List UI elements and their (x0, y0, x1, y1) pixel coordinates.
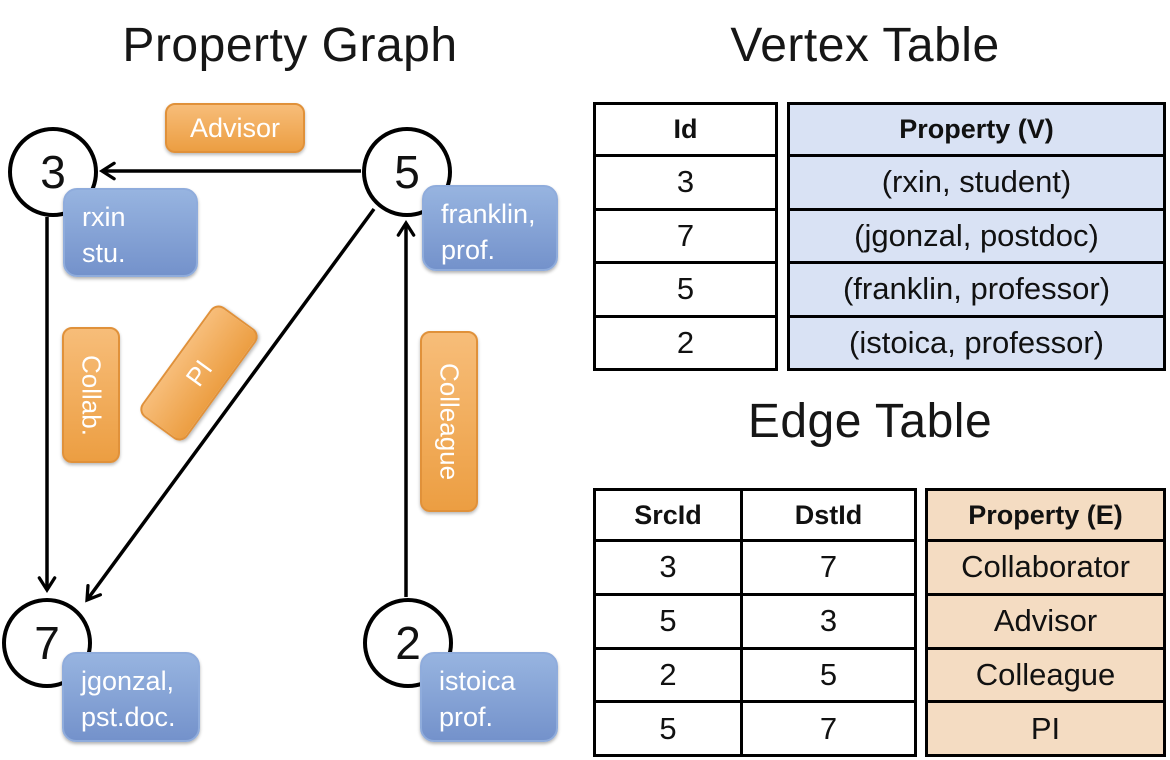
vertex-table-id-column: Id 3 7 5 2 (593, 102, 778, 371)
vertex-table-property-cell: (jgonzal, postdoc) (790, 211, 1163, 264)
edge-table-dstid-cell: 7 (819, 710, 838, 746)
vertex-table-property-cell: (franklin, professor) (790, 264, 1163, 318)
vertex-prop-line: pst.doc. (81, 702, 176, 733)
vertex-prop-line: istoica (439, 666, 516, 696)
vertex-table-property-cell: (rxin, student) (790, 157, 1163, 211)
edge-table-property-cell: Advisor (928, 596, 1163, 650)
node-id-label: 2 (395, 617, 421, 669)
edge-table-header-srcid: SrcId (596, 491, 740, 542)
edge-label-colleague: Colleague (420, 331, 478, 512)
vertex-table-title: Vertex Table (730, 19, 1000, 72)
edge-table-property-column: Property (E) Collaborator Advisor Collea… (925, 488, 1166, 757)
node-id-label: 3 (40, 146, 66, 198)
vertex-table-property-column: Property (V) (rxin, student) (jgonzal, p… (787, 102, 1166, 371)
edge-table-property-cell: Collaborator (928, 542, 1163, 596)
vertex-table-id-cell: 5 (596, 264, 775, 318)
edge-label-collab: Collab. (62, 327, 120, 463)
edge-table-src-dst-columns: SrcId 3 5 2 5 DstId 7 3 5 7 (593, 488, 917, 757)
edge-table-srcid-cell: 5 (596, 596, 740, 650)
edge-table-property-cell: PI (1030, 710, 1061, 746)
edge-table-srcid-cell: 3 (596, 542, 740, 596)
vertex-prop-line: prof. (441, 235, 496, 266)
edge-table-srcid-cell: 5 (659, 710, 677, 746)
vertex-table-id-cell: 2 (676, 324, 695, 360)
node-id-label: 5 (394, 146, 420, 198)
edge-table-header-property: Property (E) (928, 491, 1163, 542)
edge-table-title: Edge Table (747, 395, 993, 448)
edge-table-dstid-cell: 5 (743, 650, 914, 704)
vertex-table-header-property: Property (V) (790, 105, 1163, 157)
vertex-property-box-5: franklin, prof. (422, 185, 558, 271)
edge-label-advisor: Advisor (165, 103, 305, 153)
edge-line-pi (85, 207, 376, 603)
vertex-prop-line: prof. (439, 702, 494, 733)
vertex-table-id-cell: 7 (596, 211, 775, 264)
vertex-prop-line: franklin, (441, 199, 536, 229)
node-id-label: 7 (34, 617, 60, 669)
vertex-prop-line: stu. (82, 238, 126, 269)
vertex-property-box-7: jgonzal, pst.doc. (62, 652, 200, 742)
vertex-table-header-id: Id (596, 105, 775, 157)
edge-table-srcid-column: SrcId 3 5 2 5 (596, 491, 743, 754)
property-graph-title: Property Graph (122, 19, 458, 72)
edge-table-property-cell: Colleague (928, 650, 1163, 704)
vertex-prop-line: jgonzal, (81, 666, 175, 696)
vertex-table-property-cell: (istoica, professor) (849, 324, 1104, 360)
edge-table-dstid-cell: 7 (743, 542, 914, 596)
vertex-property-box-3: rxin stu. (63, 188, 198, 277)
vertex-property-box-2: istoica prof. (420, 652, 558, 742)
edge-table-header-dstid: DstId (743, 491, 914, 542)
graph-edges-svg (37, 161, 416, 603)
edge-table-dstid-cell: 3 (743, 596, 914, 650)
edge-table-srcid-cell: 2 (596, 650, 740, 704)
vertex-prop-line: rxin (82, 202, 126, 232)
vertex-table-id-cell: 3 (596, 157, 775, 211)
graph-node-2: 2 (363, 598, 453, 688)
edge-table-dstid-column: DstId 7 3 5 7 (743, 491, 914, 754)
graph-node-5: 5 (362, 127, 452, 217)
